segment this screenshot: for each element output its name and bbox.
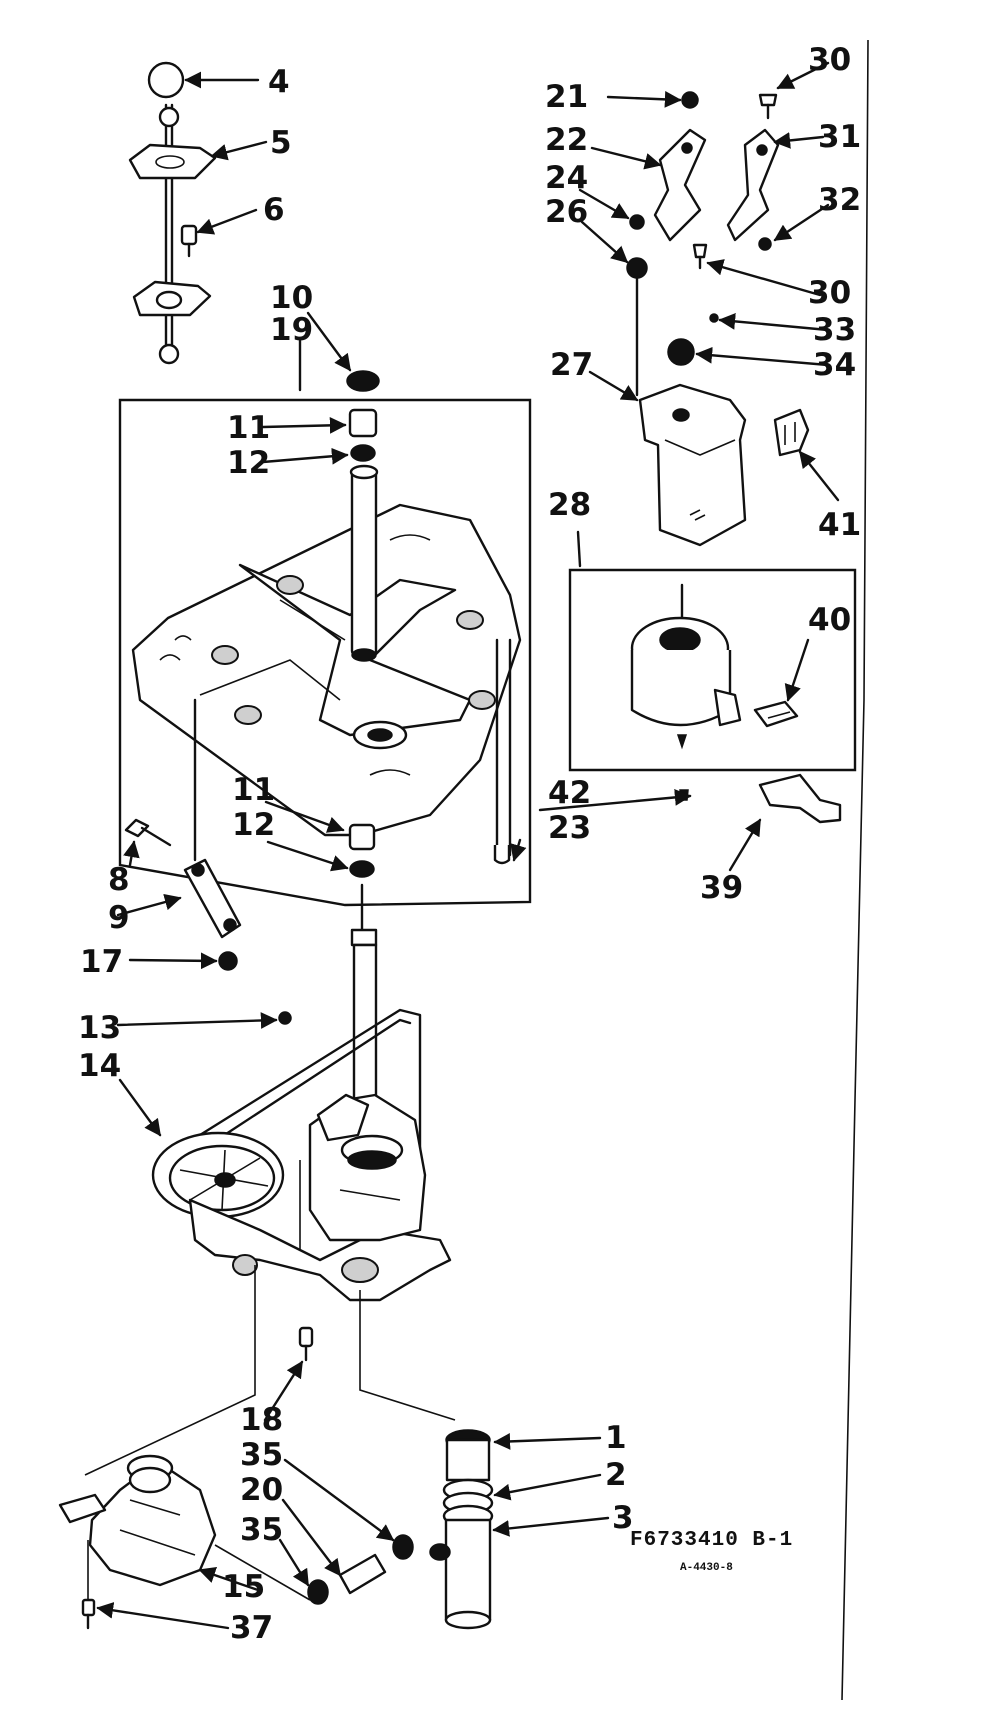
callout-20: 20 — [240, 1472, 283, 1508]
callout-39: 39 — [700, 870, 743, 906]
callout-10: 10 — [270, 280, 313, 316]
callout-19: 19 — [270, 312, 313, 348]
part-23-clip — [493, 638, 512, 865]
bearing-stack-10-12 — [346, 370, 380, 462]
tube-assembly-1-2-3 — [429, 1429, 494, 1630]
callout-30-upper: 30 — [808, 42, 851, 78]
part-9-bracket — [183, 698, 242, 939]
part-27-switch — [638, 383, 747, 547]
leader-to-tube — [359, 1290, 456, 1421]
callout-4: 4 — [268, 64, 290, 100]
base-plate-box — [118, 398, 532, 907]
part-40-connector — [753, 700, 799, 728]
callout-6: 6 — [263, 192, 285, 228]
page-edge-line — [841, 39, 869, 1701]
motor-box-28 — [568, 568, 857, 772]
drawing-number: F6733410 B-1 — [630, 1529, 793, 1552]
callout-32: 32 — [818, 182, 861, 218]
callout-labels: 4 5 6 10 19 11 12 11 12 8 9 17 13 14 42 … — [78, 42, 861, 1646]
hose-20 — [338, 1553, 387, 1595]
mounting-plate — [131, 464, 522, 837]
callout-9: 9 — [108, 900, 130, 936]
callout-15: 15 — [222, 1569, 265, 1605]
part-18-screw — [298, 1326, 314, 1362]
part-37-screw — [81, 1540, 96, 1630]
callout-11-upper: 11 — [227, 410, 270, 446]
callout-37: 37 — [230, 1610, 273, 1646]
part-42-screw — [679, 789, 689, 801]
callout-31: 31 — [818, 119, 861, 155]
motor-assembly — [630, 583, 742, 750]
callout-34: 34 — [813, 347, 856, 383]
callout-22: 22 — [545, 122, 588, 158]
callout-42: 42 — [548, 775, 591, 811]
bearing-stack-lower-11-12 — [348, 823, 376, 878]
rod-assembly-5-6 — [128, 103, 217, 365]
callout-12-upper: 12 — [227, 445, 270, 481]
part-4-cap — [147, 61, 185, 99]
callout-40: 40 — [808, 602, 851, 638]
callout-8: 8 — [108, 862, 130, 898]
callout-11-lower: 11 — [232, 772, 275, 808]
part-8-bolt — [124, 818, 172, 847]
callout-14: 14 — [78, 1048, 121, 1084]
callout-12-lower: 12 — [232, 807, 275, 843]
part-24-26-nuts — [626, 214, 648, 397]
leader-to-pump — [84, 1265, 256, 1476]
part-32-nut — [758, 237, 772, 251]
callout-2: 2 — [605, 1457, 627, 1493]
part-21-nut — [681, 91, 699, 109]
part-13-washer — [278, 1011, 292, 1025]
part-33-34-nut — [667, 313, 719, 366]
part-39-bracket — [758, 773, 842, 824]
part-41-clip — [773, 408, 810, 457]
callout-33: 33 — [813, 312, 856, 348]
part-31-bracket — [726, 128, 780, 242]
callout-27: 27 — [550, 347, 593, 383]
callout-41: 41 — [818, 507, 861, 543]
part-22-bracket — [653, 128, 707, 242]
callout-1: 1 — [605, 1420, 627, 1456]
part-30-screw-upper — [758, 93, 778, 120]
part-6-screw — [180, 224, 198, 258]
transmission-assembly — [151, 883, 452, 1302]
part-17-nut — [218, 951, 238, 971]
callout-26: 26 — [545, 194, 588, 230]
callout-30-lower: 30 — [808, 275, 851, 311]
callout-28: 28 — [548, 487, 591, 523]
callout-21: 21 — [545, 79, 588, 115]
leader-arrows — [96, 61, 840, 1630]
callout-35-upper: 35 — [240, 1437, 283, 1473]
hose-clamp-35-upper — [392, 1534, 414, 1560]
callout-13: 13 — [78, 1010, 121, 1046]
hose-clamp-35-lower — [307, 1579, 329, 1605]
callout-24: 24 — [545, 160, 588, 196]
callout-3: 3 — [612, 1500, 634, 1536]
pump-15 — [58, 1454, 311, 1601]
callout-23: 23 — [548, 810, 591, 846]
callout-35-lower: 35 — [240, 1512, 283, 1548]
callout-5: 5 — [270, 125, 292, 161]
drawing-sub-code: A-4430-8 — [680, 1562, 733, 1574]
callout-18: 18 — [240, 1402, 283, 1438]
callout-17: 17 — [80, 944, 123, 980]
part-30-screw-lower — [692, 243, 708, 270]
